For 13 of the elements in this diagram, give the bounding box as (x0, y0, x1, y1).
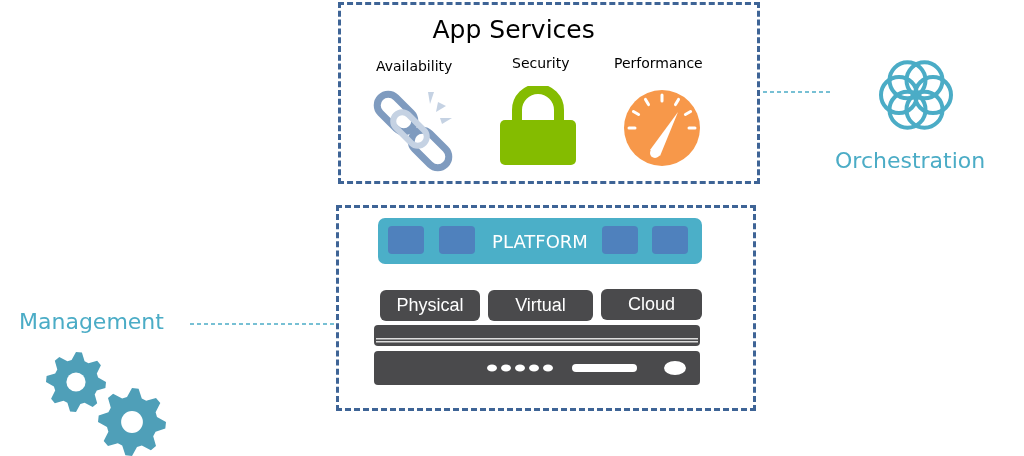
category-label: Orchestration (835, 148, 986, 173)
deployment-tag: Physical (380, 290, 480, 321)
deployment-tag: Virtual (488, 290, 593, 321)
dashed-box (338, 2, 760, 184)
platform-bar: PLATFORM (378, 218, 702, 264)
deployment-tag: Cloud (601, 289, 702, 320)
service-label: Security (512, 55, 570, 71)
connector-line (189, 323, 337, 325)
category-label: Management (19, 309, 164, 334)
box-title: App Services (432, 15, 595, 44)
service-label: Availability (376, 58, 453, 74)
service-label: Performance (614, 55, 703, 71)
dashed-box (336, 205, 756, 411)
